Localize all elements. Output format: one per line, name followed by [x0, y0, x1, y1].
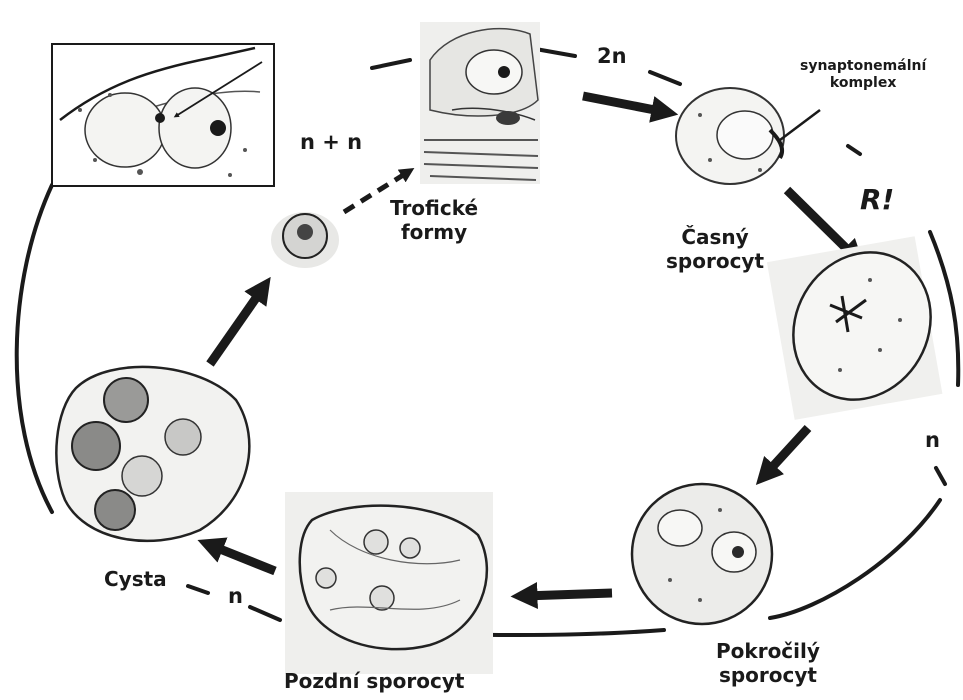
label-advanced-sporocyte: Pokročilý sporocyt [716, 639, 820, 687]
excysted-form-image [271, 212, 339, 268]
early-sporocyte-image [676, 88, 820, 184]
label-n-bottom: n [228, 584, 243, 609]
mature-sporocyte-image [767, 227, 957, 425]
label-late-sporocyte: Pozdní sporocyt [284, 669, 464, 693]
trophic-forms-image [420, 22, 540, 184]
arrow-to-advanced-sporocyte [765, 428, 808, 475]
late-sporocyte-image [285, 492, 493, 674]
advanced-sporocyte-image [632, 484, 772, 624]
label-early-sporocyte: Časný sporocyt [666, 225, 764, 273]
arrow-to-cyst [210, 545, 275, 571]
arrow-to-early-sporocyte [583, 96, 665, 112]
arrow-to-excysted-form [210, 288, 263, 364]
label-n-plus-n: n + n [300, 130, 362, 155]
arrow-to-late-sporocyte [524, 593, 612, 596]
label-synaptonemal-complex: synaptonemální komplex [800, 58, 926, 92]
arrow-to-mature-sporocyte [787, 190, 855, 257]
label-trophic-forms: Trofické formy [390, 196, 478, 244]
label-r-meiosis: R! [860, 183, 894, 217]
label-cyst: Cysta [104, 567, 167, 591]
conjugation-inset [52, 44, 274, 186]
label-2n: 2n [597, 44, 627, 69]
label-n-right: n [925, 428, 940, 453]
cyst-image [56, 367, 249, 541]
